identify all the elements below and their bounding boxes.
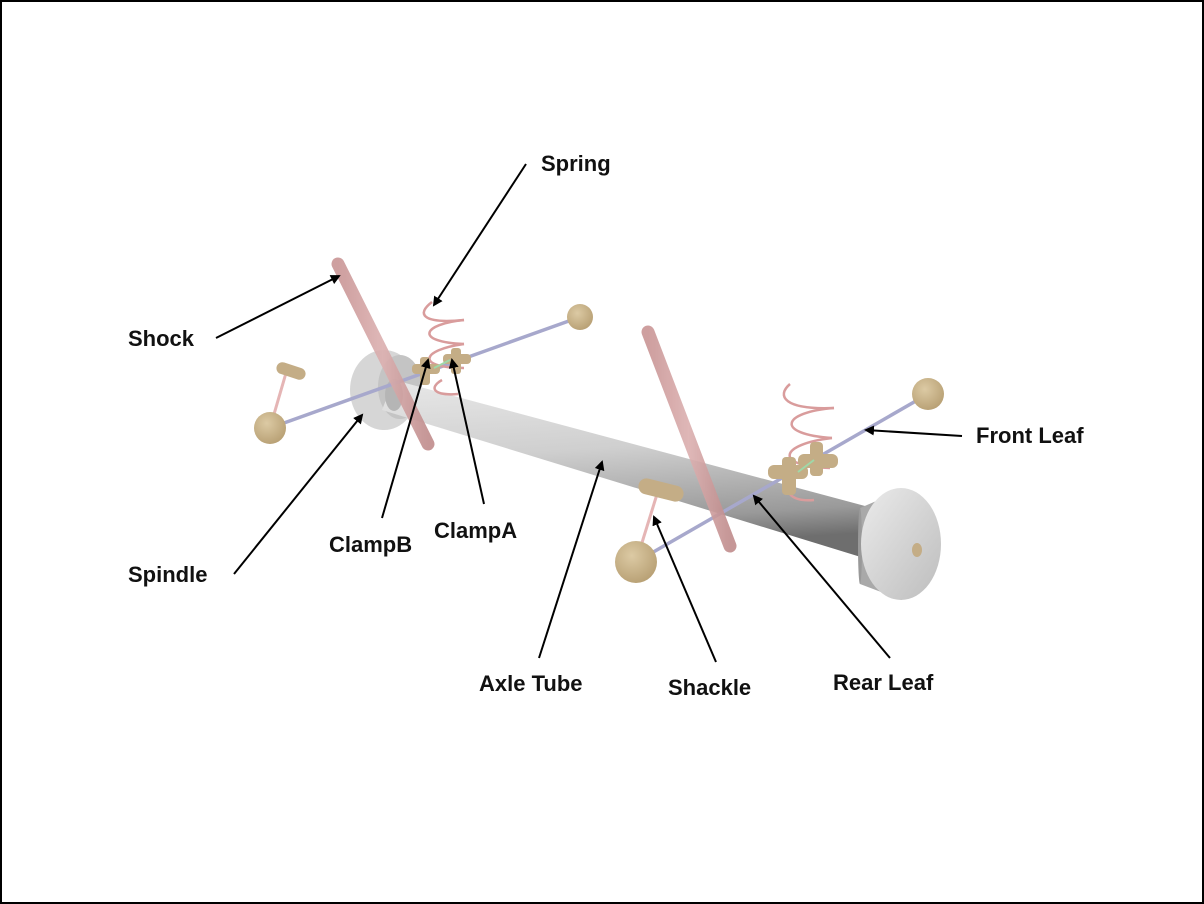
label-axle-tube: Axle Tube	[479, 671, 583, 696]
ball-front-right	[912, 378, 944, 410]
arrow-axle-tube	[538, 460, 605, 659]
right-hub	[858, 488, 941, 600]
arrow-rear-leaf	[752, 494, 891, 659]
ball-front-left	[567, 304, 593, 330]
label-clampb: ClampB	[329, 532, 413, 557]
label-rear-leaf: Rear Leaf	[833, 670, 934, 695]
label-shackle: Shackle	[668, 675, 752, 700]
arrow-shackle	[652, 515, 717, 663]
label-shock: Shock	[128, 326, 195, 351]
spindle-ball-left	[254, 412, 286, 444]
label-clampa: ClampA	[434, 518, 518, 543]
shock-right	[641, 325, 737, 553]
arrow-clampa	[448, 358, 485, 505]
label-spindle: Spindle	[128, 562, 208, 587]
spindle-ball-right	[615, 541, 657, 583]
arrow-spindle	[233, 413, 364, 575]
clamps-right	[768, 442, 838, 495]
label-spring: Spring	[541, 151, 611, 176]
arrow-shock	[215, 275, 341, 339]
arrow-front-leaf	[864, 425, 963, 437]
arrow-clampb	[381, 358, 431, 519]
arrow-spring	[432, 163, 527, 307]
label-front-leaf: Front Leaf	[976, 423, 1084, 448]
